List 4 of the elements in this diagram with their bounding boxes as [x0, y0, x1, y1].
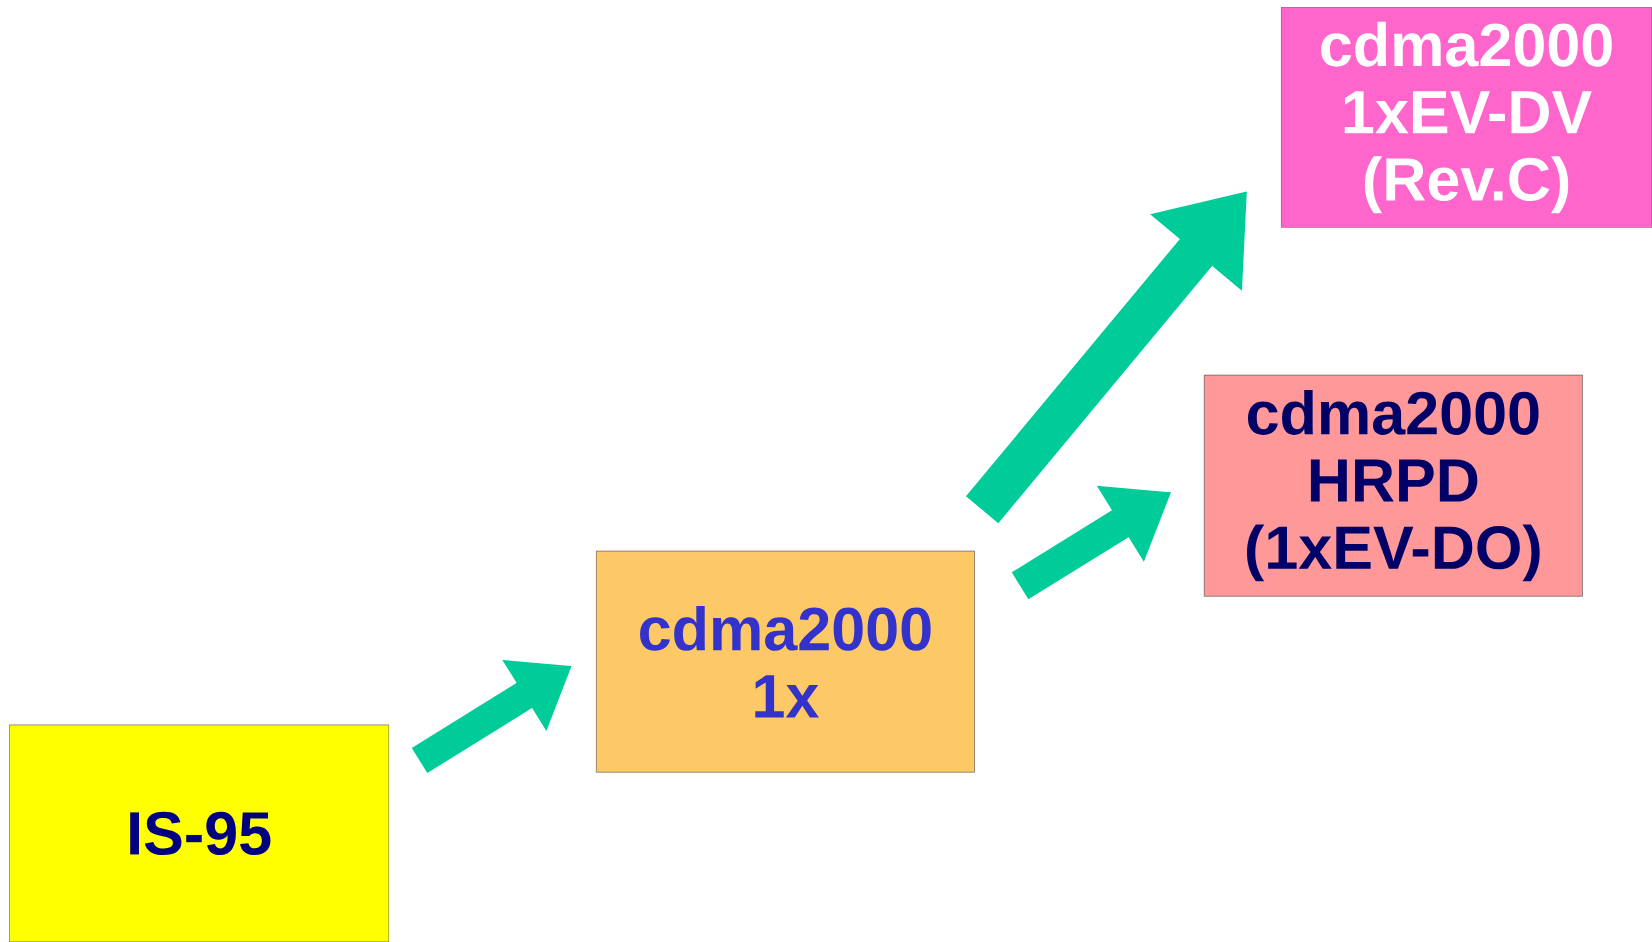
- process-box: cdma2000 1xEV-DV (Rev.C): [1280, 7, 1652, 228]
- process-box: IS-95: [9, 724, 389, 942]
- process-box: cdma2000 1x: [596, 550, 975, 773]
- process-box: cdma2000 HRPD (1xEV-DO): [1204, 374, 1583, 597]
